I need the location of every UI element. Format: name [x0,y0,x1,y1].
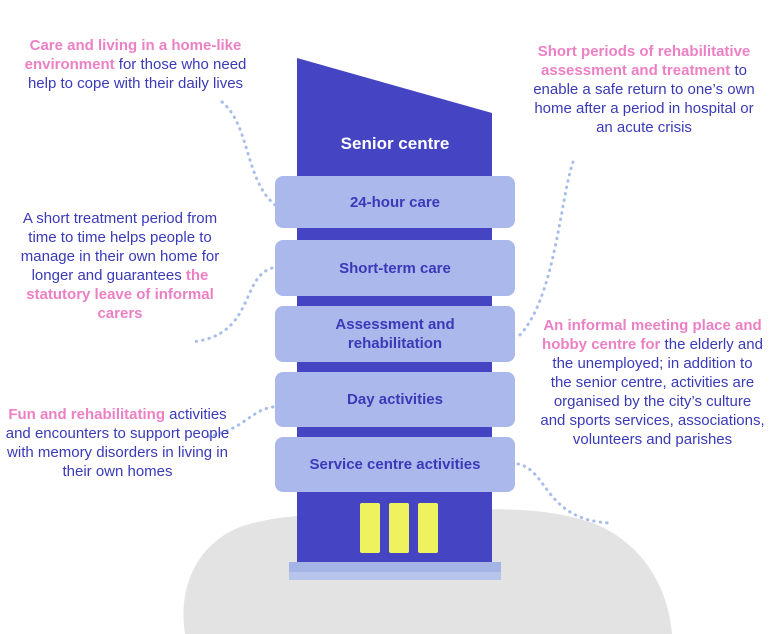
floor-label: Service centre activities [309,456,481,473]
connector-24-hour-care [220,100,277,207]
floor-label: 24-hour care [349,193,441,211]
floor-day-activities: Day activities [275,372,515,427]
floor-service-centre-activities: Service centre activities [275,437,515,492]
tower-base-top [289,562,501,572]
note-text: for those who need help to cope with the… [27,56,247,92]
connector-short-term-care [190,266,274,344]
note-highlight: Care and living in a home-like environme… [24,37,242,73]
note-assessment-rehabilitation: Short periods of rehabilitative assessme… [533,42,755,137]
connector-assessment [516,160,575,339]
note-highlight: An informal meeting place and hobby cent… [542,317,762,353]
floor-short-term-care: Short-term care [275,240,515,296]
floor-label: Day activities [347,391,443,408]
window-icon [360,503,438,553]
floor-label: Assessment and rehabilitation [335,316,455,352]
note-text: A short treatment period from time to ti… [20,210,220,284]
note-text: activities and encounters to support peo… [5,406,230,480]
connector-service-centre [516,462,612,525]
connector-day-activities [203,405,275,439]
floor-24-hour-care: 24-hour care [275,176,515,228]
note-highlight: the statutory leave of informal carers [26,267,214,322]
note-service-centre-activities: An informal meeting place and hobby cent… [540,316,765,449]
floor-assessment-rehabilitation: Assessment and rehabilitation [275,306,515,362]
note-day-activities: Fun and rehabilitating activities and en… [5,405,230,481]
building-title: Senior centre [340,134,450,153]
note-short-term-care: A short treatment period from time to ti… [20,209,220,323]
note-highlight: Fun and rehabilitating [8,406,165,423]
note-24-hour-care: Care and living in a home-like environme… [18,36,253,93]
note-text: to enable a safe return to one’s own hom… [533,62,755,136]
note-text: the elderly and the unemployed; in addit… [540,336,765,448]
tower-base-bottom [289,572,501,580]
floor-label: Short-term care [339,259,451,277]
note-highlight: Short periods of rehabilitative assessme… [537,43,751,79]
